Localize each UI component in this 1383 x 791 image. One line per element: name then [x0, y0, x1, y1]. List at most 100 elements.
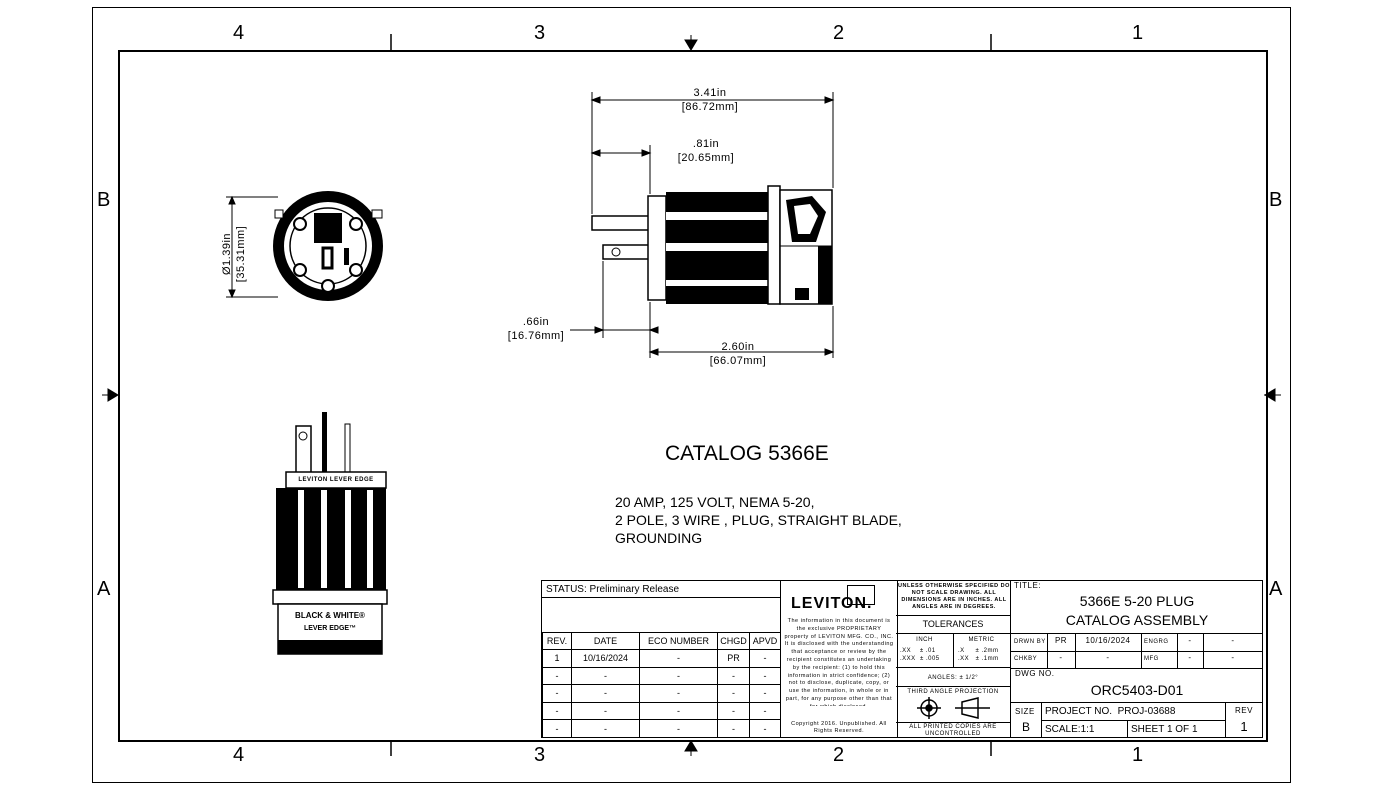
rev-cell: -: [639, 719, 718, 738]
rev-cell: -: [749, 719, 781, 738]
revision-row: - - - - -: [542, 719, 781, 738]
approval-col-line: [1203, 634, 1204, 668]
dim-blade: .81in [20.65mm]: [666, 137, 746, 165]
mfg-date: -: [1231, 653, 1235, 662]
iso-band-text: LEVITON LEVER EDGE: [298, 477, 374, 483]
dim-offset-mm: [16.76mm]: [507, 330, 565, 342]
scale: SCALE:1:1: [1045, 724, 1095, 735]
bottom-grid-line: [1225, 703, 1226, 738]
side-view-dimensions: [570, 92, 835, 358]
plug-side-view: [591, 185, 833, 305]
projection-label: THIRD ANGLE PROJECTION: [907, 689, 999, 695]
approval-mid-line: [1011, 651, 1263, 652]
rev-cell: -: [717, 666, 750, 686]
inch-metric-divider: [953, 633, 954, 667]
title-label: TITLE:: [1014, 581, 1042, 590]
checked-by-label: CHKBY: [1014, 656, 1038, 662]
rev-cell: -: [717, 684, 750, 703]
zone-right-b: B: [1269, 189, 1283, 211]
zone-left-a: A: [97, 578, 111, 600]
bottom-grid-line: [1127, 720, 1128, 738]
zone-bottom-2: 2: [833, 744, 845, 766]
rev-cell: -: [639, 701, 718, 721]
zone-bottom-4: 4: [233, 744, 245, 766]
plug-iso-view: [272, 412, 388, 655]
status-value: Preliminary Release: [589, 584, 680, 595]
zone-top-3: 3: [534, 22, 546, 44]
rev-cell: 1: [542, 649, 572, 668]
centering-arrows: [102, 35, 1281, 756]
bottom-grid-line: [1041, 720, 1225, 721]
zone-top-2: 2: [833, 22, 845, 44]
tolerance-column: UNLESS OTHERWISE SPECIFIED DO NOT SCALE …: [896, 581, 1010, 737]
unless-specified: UNLESS OTHERWISE SPECIFIED DO NOT SCALE …: [898, 583, 1010, 610]
approval-col-line: [1141, 634, 1142, 668]
revision-table: REV. DATE ECO NUMBER CHGD APVD 1 10/16/2…: [542, 632, 781, 738]
dim-diameter: Ø1.39in [35.31mm]: [220, 204, 248, 304]
status-label: STATUS:: [546, 584, 587, 595]
product-description: 20 AMP, 125 VOLT, NEMA 5-20, 2 POLE, 3 W…: [615, 493, 902, 547]
metric-label: METRIC: [968, 637, 995, 643]
proprietary-notice: The information in this document is the …: [784, 618, 894, 706]
rev-cell: -: [542, 684, 572, 703]
rev-header-chgd: CHGD: [717, 632, 750, 650]
rev-cell: 10/16/2024: [571, 649, 640, 668]
dim-overall-in: 3.41in: [693, 87, 727, 99]
inch-tolerance-1: .XX ± .01: [900, 648, 936, 654]
revision-row: - - - - -: [542, 701, 781, 721]
title-block: STATUS: Preliminary Release REV. DATE EC…: [541, 580, 1263, 738]
revision-row: 1 10/16/2024 - PR -: [542, 649, 781, 668]
printed-copies-note: ALL PRINTED COPIES ARE UNCONTROLLED: [909, 724, 997, 737]
approval-grid: DRWN BY PR 10/16/2024 ENGRG - - CHKBY - …: [1011, 633, 1263, 669]
zone-left-b: B: [97, 189, 111, 211]
rev-header-eco: ECO NUMBER: [639, 632, 718, 650]
metric-tolerance-2: .XX ± .1mm: [958, 656, 999, 662]
catalog-heading: CATALOG 5366E: [665, 442, 829, 465]
mfg-value: -: [1188, 653, 1192, 662]
angles-tolerance: ANGLES: ± 1/2°: [927, 675, 979, 681]
drawing-number: ORC5403-D01: [1090, 682, 1184, 698]
iso-label-line1: BLACK & WHITE®: [295, 611, 365, 620]
drawn-by-value: PR: [1054, 636, 1068, 645]
dim-offset: .66in [16.76mm]: [496, 315, 576, 343]
bottom-grid: SIZE B PROJECT NO. PROJ-03688 SCALE:1:1 …: [1011, 702, 1263, 738]
rev-label: REV: [1235, 706, 1253, 715]
rev-cell: -: [717, 701, 750, 721]
checked-by-value: -: [1059, 653, 1063, 662]
revision-row: - - - - -: [542, 684, 781, 703]
rev-cell: -: [639, 666, 718, 686]
approval-col-line: [1047, 634, 1048, 668]
rev-cell: -: [749, 666, 781, 686]
revision-header-row: REV. DATE ECO NUMBER CHGD APVD: [542, 632, 781, 650]
rev-cell: -: [717, 719, 750, 738]
leviton-column: LEVITON. The information in this documen…: [780, 581, 898, 737]
plug-face-view: [273, 191, 383, 301]
checked-date: -: [1106, 653, 1110, 662]
zone-right-a: A: [1269, 578, 1283, 600]
rev-cell: -: [542, 701, 572, 721]
logo-box: [847, 585, 875, 605]
size-value: B: [1021, 720, 1030, 734]
mfg-label: MFG: [1144, 656, 1159, 662]
dim-diameter-mm: [35.31mm]: [235, 225, 247, 283]
inch-tolerance-2: .XXX ± .005: [900, 656, 940, 662]
rev-cell: -: [571, 684, 640, 703]
drawing-title-line-2: CATALOG ASSEMBLY: [1065, 612, 1209, 628]
dim-overall-mm: [86.72mm]: [681, 101, 739, 113]
dim-body-mm: [66.07mm]: [709, 355, 767, 367]
tolerance-divider-3: [896, 667, 1010, 668]
rev-cell: -: [749, 684, 781, 703]
description-line-2: 2 POLE, 3 WIRE , PLUG, STRAIGHT BLADE,: [615, 512, 902, 528]
rev-cell: -: [639, 649, 718, 668]
rev-cell: -: [571, 719, 640, 738]
dim-blade-mm: [20.65mm]: [677, 152, 735, 164]
zone-top-1: 1: [1132, 22, 1144, 44]
rev-cell: -: [542, 666, 572, 686]
dim-blade-in: .81in: [692, 138, 720, 150]
dim-overall: 3.41in [86.72mm]: [670, 86, 750, 114]
copyright-notice: Copyright 2016. Unpublished. All Rights …: [791, 721, 887, 734]
rev-cell: -: [542, 719, 572, 738]
tolerance-divider-5: [896, 722, 1010, 723]
size-label: SIZE: [1015, 707, 1035, 716]
